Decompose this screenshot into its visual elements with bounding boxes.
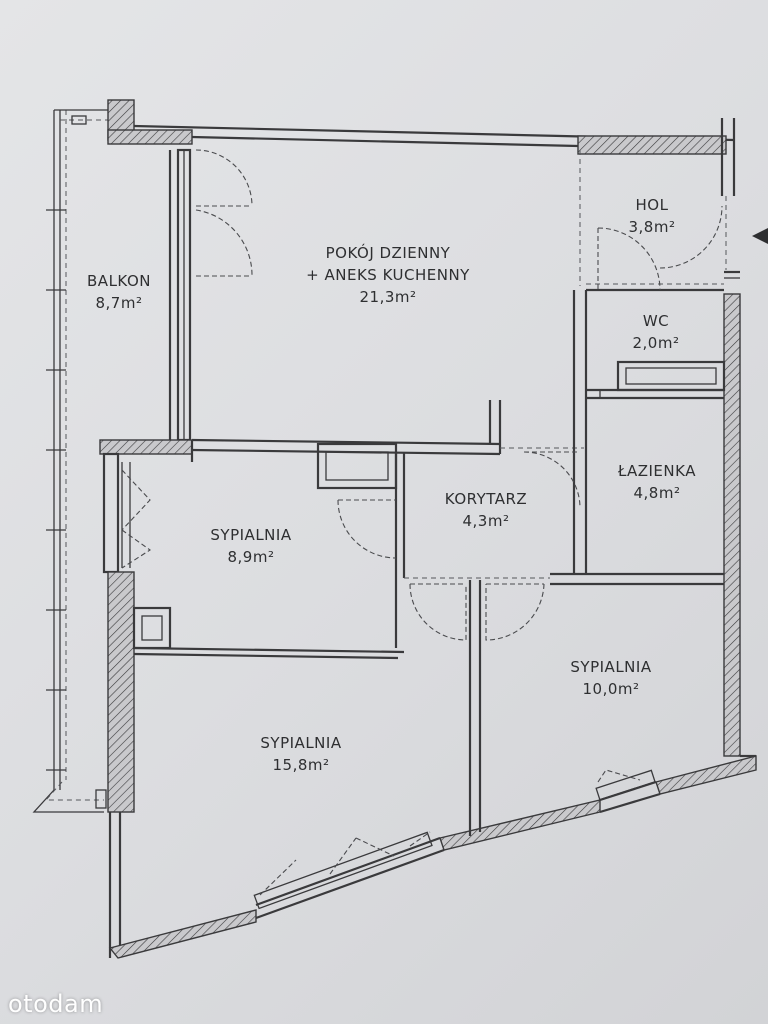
- room-area: 10,0m²: [582, 680, 640, 698]
- room-label-sypialnia-large: SYPIALNIA 15,8m²: [246, 732, 356, 776]
- room-label-lazienka: ŁAZIENKA 4,8m²: [602, 460, 712, 504]
- exterior-walls: [99, 99, 757, 959]
- room-area: 4,8m²: [633, 484, 681, 502]
- room-name: WC: [642, 312, 670, 330]
- room-area: 8,7m²: [95, 294, 143, 312]
- room-name: SYPIALNIA: [570, 658, 652, 676]
- room-name: ŁAZIENKA: [618, 462, 696, 480]
- room-label-sypialnia-small: SYPIALNIA 8,9m²: [196, 524, 306, 568]
- room-name: POKÓJ DZIENNY: [325, 244, 451, 262]
- room-area: 21,3m²: [359, 288, 417, 306]
- watermark-logo: otodam: [8, 990, 104, 1018]
- room-name-line2: + ANEKS KUCHENNY: [306, 266, 470, 284]
- room-label-korytarz: KORYTARZ 4,3m²: [426, 488, 546, 532]
- room-label-hol: HOL 3,8m²: [612, 194, 692, 238]
- room-label-sypialnia-right: SYPIALNIA 10,0m²: [556, 656, 666, 700]
- room-area: 15,8m²: [272, 756, 330, 774]
- room-area: 4,3m²: [462, 512, 510, 530]
- balcony-railing: [32, 109, 112, 813]
- room-label-wc: WC 2,0m²: [616, 310, 696, 354]
- room-name: KORYTARZ: [444, 490, 528, 508]
- room-name: BALKON: [87, 272, 151, 290]
- room-label-pokoj-dzienny: POKÓJ DZIENNY + ANEKS KUCHENNY 21,3m²: [278, 242, 498, 308]
- windows: [121, 149, 656, 910]
- room-name: SYPIALNIA: [210, 526, 292, 544]
- room-area: 3,8m²: [628, 218, 676, 236]
- room-area: 8,9m²: [227, 548, 275, 566]
- room-label-balkon: BALKON 8,7m²: [74, 270, 164, 314]
- room-area: 2,0m²: [632, 334, 680, 352]
- entrance-arrow-icon: [752, 228, 768, 244]
- interior-walls: [132, 150, 727, 836]
- room-name: HOL: [635, 196, 669, 214]
- room-name: SYPIALNIA: [260, 734, 342, 752]
- interior-doors: [337, 205, 723, 641]
